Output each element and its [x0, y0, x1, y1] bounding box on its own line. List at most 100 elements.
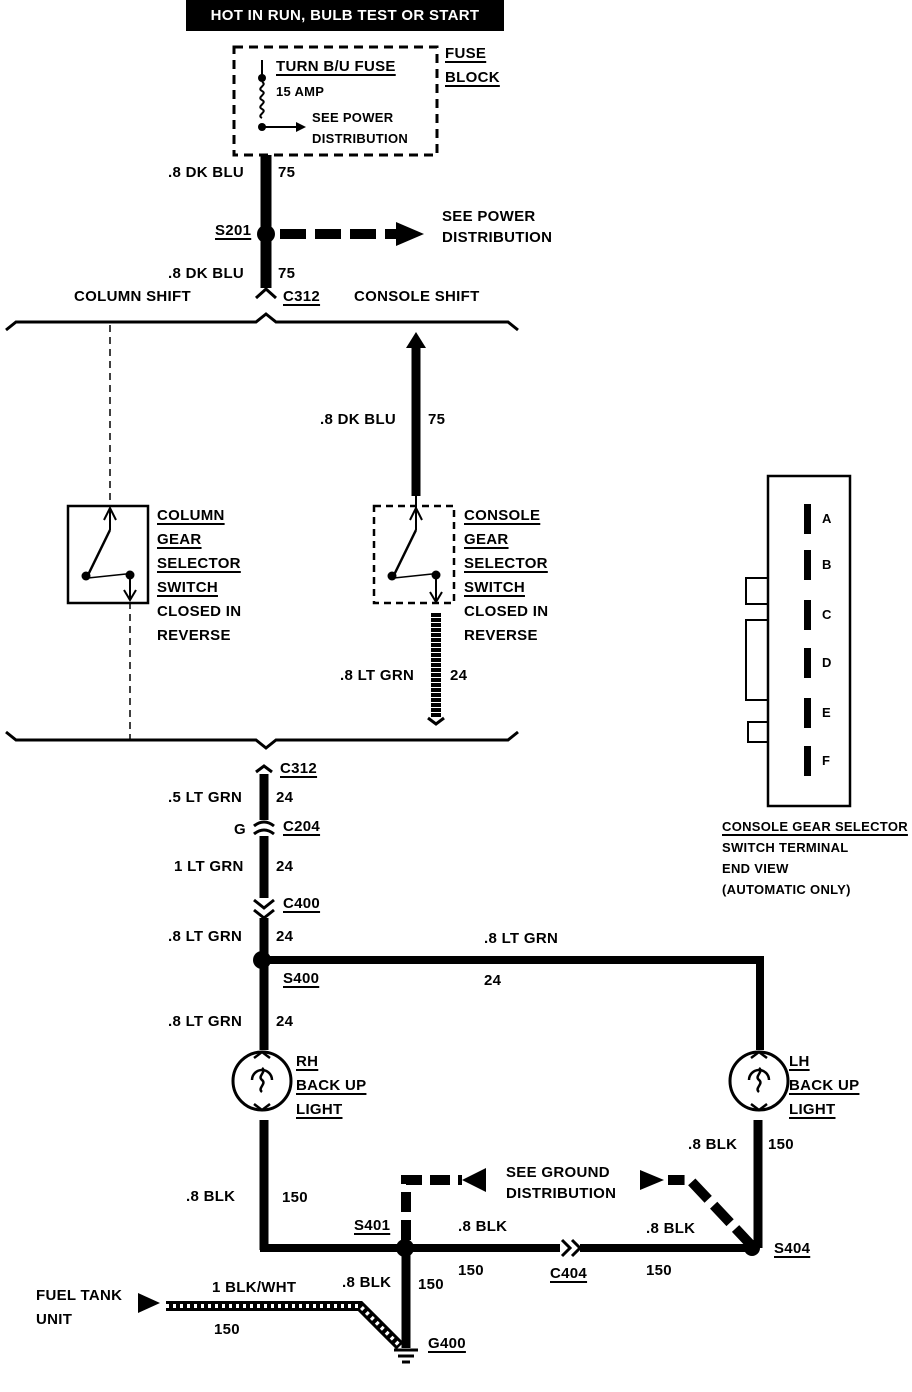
bulb-filament	[259, 1067, 265, 1093]
console-switch-state-line: REVERSE	[464, 627, 538, 644]
circuit-number: 24	[276, 789, 294, 806]
terminal-letter-f: F	[822, 753, 831, 768]
end-view-caption-line: CONSOLE GEAR SELECTOR	[722, 819, 908, 834]
splice-s401-label: S401	[354, 1217, 391, 1234]
bulb-terminal	[750, 1050, 768, 1059]
circuit-number: 150	[214, 1321, 240, 1338]
terminal-blade-b	[804, 550, 811, 580]
connector-cavity-letter: G	[234, 821, 246, 838]
fuel-tank-label-line: UNIT	[36, 1311, 73, 1328]
lh-light-label-line: LH	[789, 1053, 810, 1070]
console-shift-label: CONSOLE SHIFT	[354, 288, 480, 305]
wire-end-icon	[427, 716, 445, 726]
terminal-blade-f	[804, 746, 811, 776]
console-switch-title-line: CONSOLE	[464, 507, 541, 524]
wire-to-ground-dist-right	[668, 1175, 756, 1250]
ground-g400-label: G400	[428, 1335, 466, 1352]
column-shift-label: COLUMN SHIFT	[74, 288, 191, 305]
wire-stripe	[166, 1304, 402, 1348]
circuit-number: 150	[282, 1189, 308, 1206]
fuse-see-power-line: DISTRIBUTION	[312, 131, 409, 146]
wire-color-label: .8 BLK	[342, 1274, 392, 1291]
see-power-dist-label: SEE POWER DISTRIBUTION	[442, 206, 552, 248]
connector-c204-icon	[253, 820, 275, 828]
end-view-terminals	[804, 504, 811, 776]
fuse-block-label-line: BLOCK	[445, 69, 500, 86]
end-view-connector-body	[766, 474, 852, 808]
wire-color-label: .8 BLK	[458, 1218, 508, 1235]
fuse-name: TURN B/U FUSE	[276, 58, 396, 75]
fuse-block-label: FUSE BLOCK	[445, 42, 500, 90]
connector-c404-icon	[570, 1238, 583, 1258]
circuit-power-banner: HOT IN RUN, BULB TEST OR START	[186, 0, 504, 31]
terminal-letter-a: A	[822, 511, 832, 526]
circuit-number: 24	[276, 1013, 294, 1030]
wire-color-label: .8 DK BLU	[168, 265, 245, 282]
end-view-caption-line: SWITCH TERMINAL	[722, 840, 849, 855]
bulb-terminal	[750, 1103, 768, 1112]
fuse-block-outline	[232, 45, 439, 157]
bulb-terminal	[253, 1050, 271, 1059]
console-switch-contact	[387, 571, 397, 581]
rh-light-label-line: LIGHT	[296, 1101, 343, 1118]
see-power-dist-line: SEE POWER	[442, 208, 536, 225]
arrow-up-icon	[406, 332, 426, 348]
connector-c400-icon	[253, 908, 275, 920]
fuel-tank-label-line: FUEL TANK	[36, 1287, 123, 1304]
terminal-blade-e	[804, 698, 811, 728]
arrow-right-icon	[296, 122, 306, 132]
wire-color-label: .8 BLK	[688, 1136, 738, 1153]
fuse-element-icon	[259, 81, 265, 119]
fuse-terminal-top	[258, 74, 266, 82]
wire-color-label: .8 LT GRN	[168, 928, 243, 945]
rh-light-label: RH BACK UP LIGHT	[296, 1050, 366, 1122]
circuit-number: 75	[428, 411, 446, 428]
console-switch-link	[393, 573, 433, 579]
console-switch-box	[372, 504, 456, 605]
end-view-caption-line: END VIEW	[722, 861, 789, 876]
fuse-rating: 15 AMP	[276, 84, 325, 99]
arrow-right-icon	[640, 1170, 664, 1190]
column-switch-box	[66, 504, 150, 605]
splice-s201-dot	[257, 225, 275, 243]
bulb-terminal	[253, 1103, 271, 1112]
see-ground-dist-line: SEE GROUND	[506, 1164, 610, 1181]
connector-c400-icon	[253, 898, 275, 910]
terminal-blade-c	[804, 600, 811, 630]
splice-s404-label: S404	[774, 1240, 811, 1257]
wire-color-label: .5 LT GRN	[168, 789, 243, 806]
brace-top	[5, 312, 519, 332]
splice-s201-label: S201	[215, 222, 252, 239]
terminal-blade-a	[804, 504, 811, 534]
circuit-number: 150	[768, 1136, 794, 1153]
arrow-right-icon	[138, 1293, 160, 1313]
column-switch-state-line: CLOSED IN	[157, 603, 242, 620]
connector-c312-top-icon	[254, 286, 278, 300]
wire-color-label: .8 DK BLU	[320, 411, 397, 428]
terminal-letter-d: D	[822, 655, 832, 670]
wire-color-label: .8 LT GRN	[168, 1013, 243, 1030]
fuse-see-power: SEE POWER DISTRIBUTION	[312, 107, 408, 149]
lh-light-label-line: LIGHT	[789, 1101, 836, 1118]
end-view-key-middle	[745, 619, 768, 701]
connector-c312-label: C312	[280, 760, 318, 777]
console-switch-label: CONSOLE GEAR SELECTOR SWITCH CLOSED IN R…	[464, 504, 548, 648]
connector-c204-icon	[253, 828, 275, 836]
column-switch-title-line: SWITCH	[157, 579, 218, 596]
connector-c404-icon	[560, 1238, 573, 1258]
rh-light-label-line: BACK UP	[296, 1077, 367, 1094]
column-switch-blade	[86, 529, 112, 576]
fuse-block-label-line: FUSE	[445, 45, 487, 62]
connector-c312-label: C312	[283, 288, 321, 305]
terminal-letter-c: C	[822, 607, 832, 622]
circuit-number: 24	[484, 972, 502, 989]
arrow-right-icon	[396, 222, 424, 246]
column-switch-title-line: SELECTOR	[157, 555, 241, 572]
wire-color-label: 1 LT GRN	[174, 858, 244, 875]
circuit-number: 75	[278, 164, 296, 181]
wire-color-label: .8 BLK	[646, 1220, 696, 1237]
end-view-caption: CONSOLE GEAR SELECTOR SWITCH TERMINAL EN…	[722, 816, 908, 900]
console-switch-title-line: SWITCH	[464, 579, 525, 596]
wire-color-label: .8 LT GRN	[340, 667, 415, 684]
